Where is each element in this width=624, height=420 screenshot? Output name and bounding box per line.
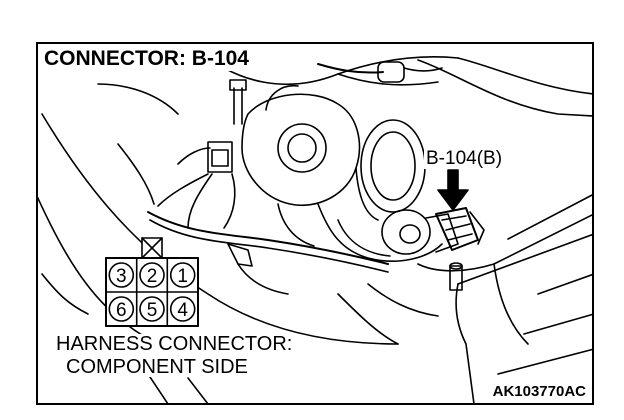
pin-5: 5 <box>147 300 158 321</box>
bay-edge-left <box>38 196 159 345</box>
left-connector <box>207 141 233 173</box>
connector-title: CONNECTOR: B-104 <box>44 48 253 71</box>
sensor-body <box>381 209 431 255</box>
pin-connector-diagram: 3 2 1 6 5 4 <box>105 237 199 327</box>
caption-line-1: HARNESS CONNECTOR: <box>54 333 295 355</box>
throttle-bore <box>277 123 327 173</box>
pin-6: 6 <box>116 300 127 321</box>
pin-2: 2 <box>147 266 158 287</box>
engine-illustration: 3 2 1 6 5 4 <box>38 49 592 403</box>
caption-line-2: COMPONENT SIDE <box>64 356 250 378</box>
harness-clip <box>227 243 253 267</box>
b104-connector <box>435 207 479 251</box>
throttle-body <box>241 93 361 206</box>
top-right-hose <box>417 59 592 117</box>
hose-clamp <box>377 61 405 83</box>
harness-curve-left <box>41 113 399 345</box>
bracket-line <box>417 214 592 272</box>
diagram-frame: 3 2 1 6 5 4 CONNECTOR: B-104 B-104(B) HA… <box>36 42 594 405</box>
callout-label: B-104(B) <box>424 148 505 169</box>
bracket-post <box>233 87 243 125</box>
pin-1: 1 <box>177 266 188 287</box>
pin-3: 3 <box>116 266 127 287</box>
stud-bolt <box>449 265 463 291</box>
pin-4: 4 <box>177 300 188 321</box>
pointer-arrow <box>437 169 469 211</box>
figure-id: AK103770AC <box>490 383 588 400</box>
